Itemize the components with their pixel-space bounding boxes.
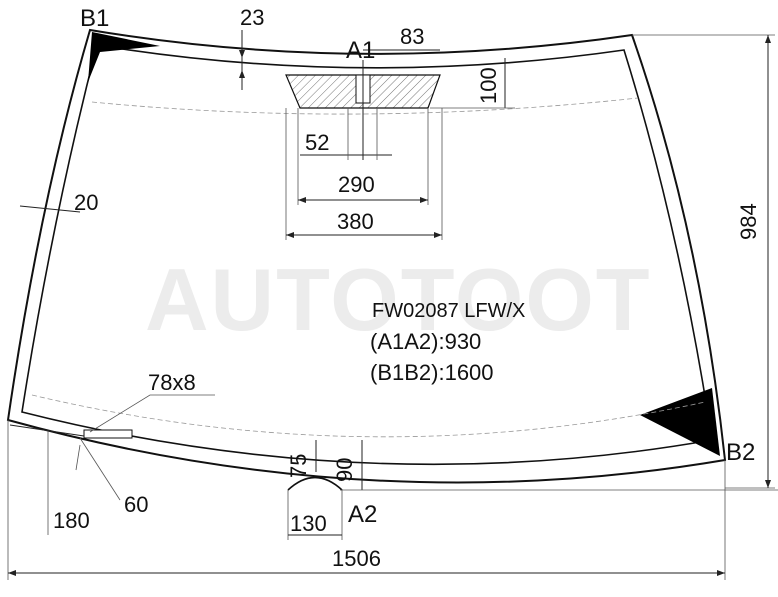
dim-label-1506: 1506 [332, 546, 381, 571]
dim-23-arrow-top [239, 50, 245, 58]
dim-label-60: 60 [124, 492, 148, 517]
dim-290-arrow-left [298, 197, 306, 203]
dim-23-arrow-bottom [239, 70, 245, 78]
dim-984-arrow-top [765, 35, 771, 43]
shade-band-line [91, 97, 639, 115]
corner-frit-b2 [640, 388, 720, 456]
model-code: FW02087 LFW/X [372, 300, 525, 322]
point-label-b2: B2 [726, 439, 755, 466]
dim-label-380: 380 [337, 209, 374, 234]
dim-20-line [19, 205, 81, 213]
point-label-b1: B1 [80, 5, 109, 32]
dim-label-78x8: 78x8 [148, 370, 196, 395]
point-label-a2: A2 [348, 501, 377, 528]
dim-290-arrow-right [420, 197, 428, 203]
dim-60-leader [75, 444, 81, 471]
lower-dashed-line [31, 394, 706, 438]
dim-label-20: 20 [74, 190, 98, 215]
dim-380-arrow-left [286, 232, 294, 238]
dim-label-180: 180 [53, 508, 90, 533]
dim-label-75: 75 [286, 454, 311, 478]
dim-label-90: 90 [332, 458, 357, 482]
dim-label-100: 100 [476, 67, 501, 104]
dim-label-984: 984 [736, 203, 761, 240]
watermark-text: AUTOTOOT [145, 250, 652, 349]
dim-label-290: 290 [338, 172, 375, 197]
dim-180-line [9, 424, 85, 437]
sensor-bump-a2 [287, 476, 343, 491]
dim-78x8-leader [89, 394, 215, 433]
point-label-a1: A1 [346, 37, 375, 64]
dim-label-23: 23 [240, 5, 264, 30]
corner-frit-b1 [88, 32, 160, 82]
dim-label-83: 83 [400, 24, 424, 49]
marker-78x8 [83, 429, 133, 439]
dim-984-arrow-bottom [765, 480, 771, 488]
dim-1506-arrow-right [717, 570, 725, 576]
glass-outer-outline [6, 28, 727, 484]
dim-label-52: 52 [305, 130, 329, 155]
dim-60-ext [79, 437, 121, 501]
dim-380-arrow-right [434, 232, 442, 238]
model-b1b2: (B1B2):1600 [370, 360, 494, 385]
dim-label-130: 130 [290, 511, 327, 536]
dim-1506-arrow-left [8, 570, 16, 576]
model-a1a2: (A1A2):930 [370, 329, 481, 354]
